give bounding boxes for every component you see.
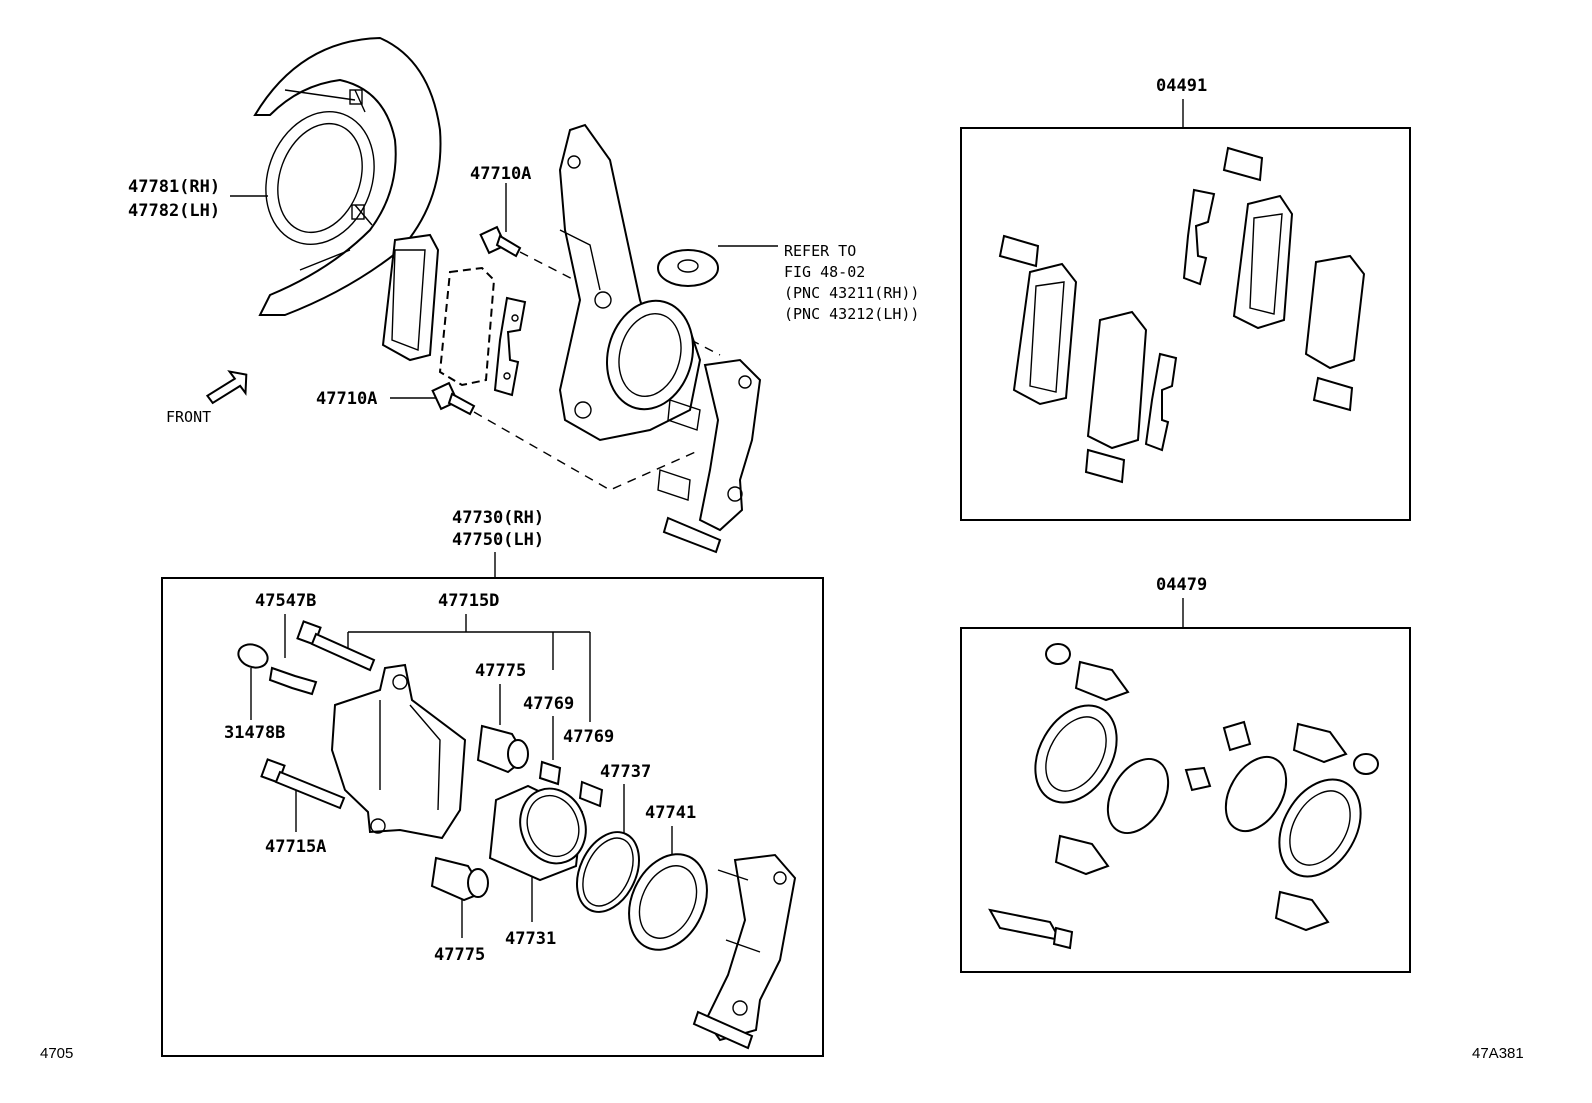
pin-bolt-upper[interactable] [296, 620, 376, 672]
figure-number-left: 4705 [40, 1045, 73, 1062]
guide-boot-lower[interactable] [430, 856, 489, 902]
label-boot-lower: 47775 [434, 945, 485, 965]
label-bushing-2: 47769 [563, 727, 614, 747]
label-shield-rh: 47781(RH) [128, 177, 220, 197]
seal-kit-parts [1034, 643, 1379, 932]
label-dust-boot: 47741 [645, 803, 696, 823]
label-shield-lh: 47782(LH) [128, 201, 220, 221]
label-seal-kit: 04479 [1156, 575, 1207, 595]
caliper-mounting-bracket [692, 853, 797, 1050]
label-boot-upper: 47775 [475, 661, 526, 681]
bushing-2[interactable] [578, 780, 604, 808]
label-pin-bolt-a: 47715A [265, 837, 326, 857]
label-caliper-lh: 47750(LH) [452, 530, 544, 550]
arrow-front-icon [205, 370, 248, 405]
label-seal-ring: 47737 [600, 762, 651, 782]
refer-line-2: FIG 48-02 [784, 263, 865, 281]
pad-kit-box [960, 127, 1411, 521]
piston[interactable] [488, 779, 596, 882]
grease-tube-icon [988, 908, 1074, 950]
dust-boot[interactable] [614, 841, 722, 962]
bolt-upper[interactable] [479, 225, 522, 258]
seal-kit-box [960, 627, 1411, 973]
pin-bolt-lower[interactable] [260, 758, 346, 810]
mounting-bracket-upper [657, 358, 762, 554]
label-caliper-rh: 47730(RH) [452, 508, 544, 528]
label-pin-bolt-d: 47715D [438, 591, 499, 611]
label-piston: 47731 [505, 929, 556, 949]
brake-pads[interactable] [381, 233, 527, 397]
bushing-1[interactable] [538, 760, 562, 786]
refer-line-3: (PNC 43211(RH)) [784, 284, 919, 302]
label-front: FRONT [166, 408, 211, 426]
steering-knuckle [558, 123, 719, 442]
label-bushing-1: 47769 [523, 694, 574, 714]
figure-number-right: 47A381 [1472, 1045, 1524, 1062]
label-bolt-upper: 47710A [470, 164, 531, 184]
caliper-assembly-box [161, 577, 824, 1057]
bleeder-screw[interactable] [268, 666, 318, 696]
bolt-lower[interactable] [431, 381, 476, 416]
refer-line-4: (PNC 43212(LH)) [784, 305, 919, 323]
pad-kit-parts [998, 146, 1366, 484]
label-bleeder: 47547B [255, 591, 316, 611]
guide-boot-upper[interactable] [476, 724, 529, 774]
refer-line-1: REFER TO [784, 242, 856, 260]
piston-seal[interactable] [565, 822, 651, 922]
label-pad-kit: 04491 [1156, 76, 1207, 96]
caliper-body [330, 663, 467, 840]
label-bleeder-cap: 31478B [224, 723, 285, 743]
label-bolt-lower: 47710A [316, 389, 377, 409]
bleeder-cap[interactable] [235, 641, 271, 672]
